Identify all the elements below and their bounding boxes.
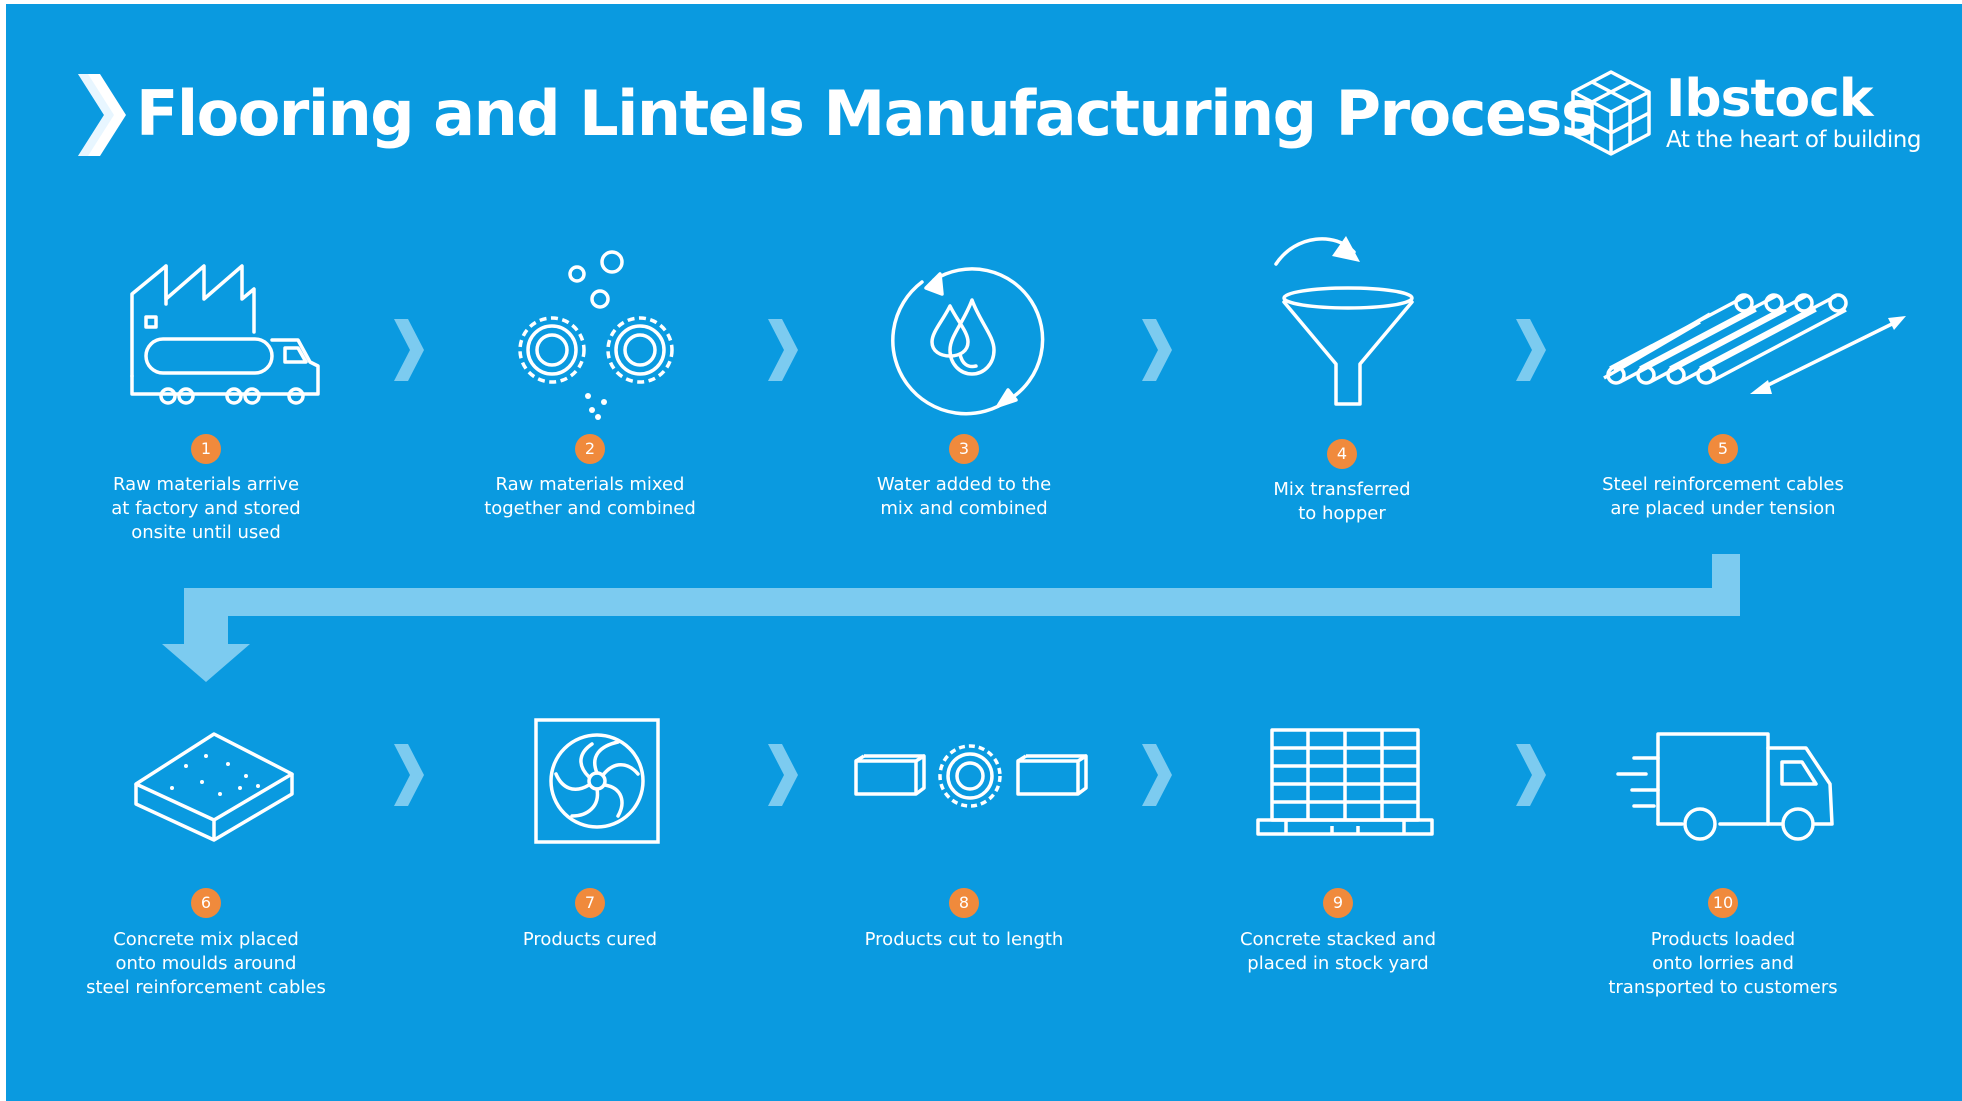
step-badge-9: 9 bbox=[1323, 888, 1353, 918]
infographic-canvas: Flooring and Lintels Manufacturing Proce… bbox=[6, 4, 1962, 1101]
logo-tagline: At the heart of building bbox=[1666, 127, 1921, 153]
title-chevron-icon bbox=[78, 74, 126, 156]
step-caption-3: Water added to the mix and combined bbox=[876, 474, 1052, 519]
step-caption-1: Raw materials arrive at factory and stor… bbox=[111, 474, 301, 543]
step-badge-1: 1 bbox=[191, 434, 221, 464]
chevron-arrow-2 bbox=[768, 319, 798, 381]
step-caption-9: Concrete stacked and placed in stock yar… bbox=[1239, 929, 1437, 974]
step-caption-8: Products cut to length bbox=[864, 929, 1064, 950]
chevron-arrow-6 bbox=[768, 744, 798, 806]
step-badge-2: 2 bbox=[575, 434, 605, 464]
step-badge-4: 4 bbox=[1327, 439, 1357, 469]
chevron-arrows bbox=[394, 319, 1546, 806]
step-badge-8: 8 bbox=[949, 888, 979, 918]
delivery-truck-icon bbox=[1616, 732, 1834, 841]
slab-aggregate-dots bbox=[170, 754, 260, 796]
step-caption-2: Raw materials mixed together and combine… bbox=[484, 474, 696, 519]
concrete-slab-icon bbox=[134, 732, 294, 842]
tension-arrowheads bbox=[1750, 316, 1906, 394]
mixing-gears-icon bbox=[518, 250, 674, 384]
stacked-pallet-icon bbox=[1256, 728, 1434, 836]
ibstock-logo-icon bbox=[1571, 70, 1651, 156]
chevron-arrow-7 bbox=[1142, 744, 1172, 806]
chevron-arrow-3 bbox=[1142, 319, 1172, 381]
chevron-arrow-5 bbox=[394, 744, 424, 806]
step-caption-7: Products cured bbox=[522, 929, 658, 950]
curing-fan-icon bbox=[534, 718, 660, 844]
page-title: Flooring and Lintels Manufacturing Proce… bbox=[136, 77, 1598, 150]
saw-cutting-icon bbox=[854, 744, 1088, 808]
step-caption-4: Mix transferred to hopper bbox=[1273, 479, 1411, 524]
hopper-funnel-icon bbox=[1274, 236, 1414, 406]
tensioned-cables-icon bbox=[1603, 293, 1897, 390]
chevron-arrow-4 bbox=[1516, 319, 1546, 381]
factory-truck-icon bbox=[130, 264, 320, 405]
step-caption-6: Concrete mix placed onto moulds around s… bbox=[86, 929, 326, 998]
logo-wordmark: Ibstock bbox=[1666, 69, 1874, 129]
step-badge-3: 3 bbox=[949, 434, 979, 464]
process-flow bbox=[130, 236, 1906, 844]
step-caption-5: Steel reinforcement cables are placed un… bbox=[1602, 474, 1844, 519]
step-badge-10: 10 bbox=[1708, 888, 1738, 918]
step-badge-5: 5 bbox=[1708, 434, 1738, 464]
chevron-arrow-8 bbox=[1516, 744, 1546, 806]
step-badge-6: 6 bbox=[191, 888, 221, 918]
row-connector-arrow bbox=[162, 554, 1740, 682]
step-caption-10: Products loaded onto lorries and transpo… bbox=[1608, 929, 1838, 998]
step-badge-7: 7 bbox=[575, 888, 605, 918]
chevron-arrow-1 bbox=[394, 319, 424, 381]
mix-particles bbox=[585, 393, 607, 420]
water-cycle-icon bbox=[891, 267, 1045, 416]
